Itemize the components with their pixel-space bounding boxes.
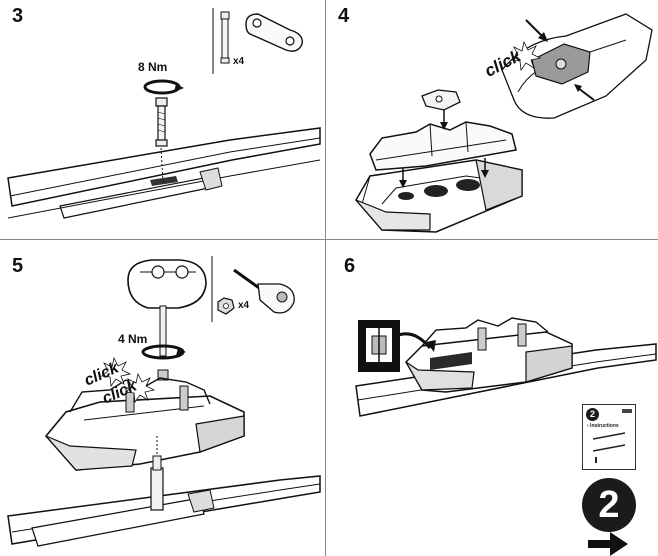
torque-label: 4 Nm — [118, 332, 148, 346]
booklet-drawing — [592, 432, 626, 463]
booklet-tag — [622, 409, 632, 413]
step-5-number: 5 — [12, 255, 24, 277]
step-6-illustration — [355, 317, 657, 417]
step-4-panel: 4 click — [326, 0, 658, 238]
quantity-label: x4 — [238, 300, 250, 311]
quantity-label: x4 — [233, 56, 245, 67]
step-4-number: 4 — [338, 5, 350, 27]
step-5-illustration — [7, 256, 321, 547]
booklet-title: › Instructions — [587, 423, 619, 429]
instructions-booklet: 2 › Instructions — [582, 404, 636, 470]
step-4-illustration — [355, 13, 653, 233]
step-3-panel: 3 8 Nm x4 — [0, 0, 325, 238]
step-3-number: 3 — [12, 5, 24, 27]
torque-label: 8 Nm — [138, 60, 168, 74]
vertical-divider — [325, 0, 326, 556]
step-5-panel: 5 4 Nm x4 — [0, 240, 325, 556]
horizontal-divider — [0, 239, 658, 240]
step-6-panel: 6 2 › Instructions 2 — [326, 240, 658, 556]
next-step-badge: 2 — [582, 478, 636, 532]
booklet-number: 2 — [586, 408, 599, 421]
step-3-illustration — [7, 8, 321, 219]
step-6-number: 6 — [344, 255, 356, 277]
